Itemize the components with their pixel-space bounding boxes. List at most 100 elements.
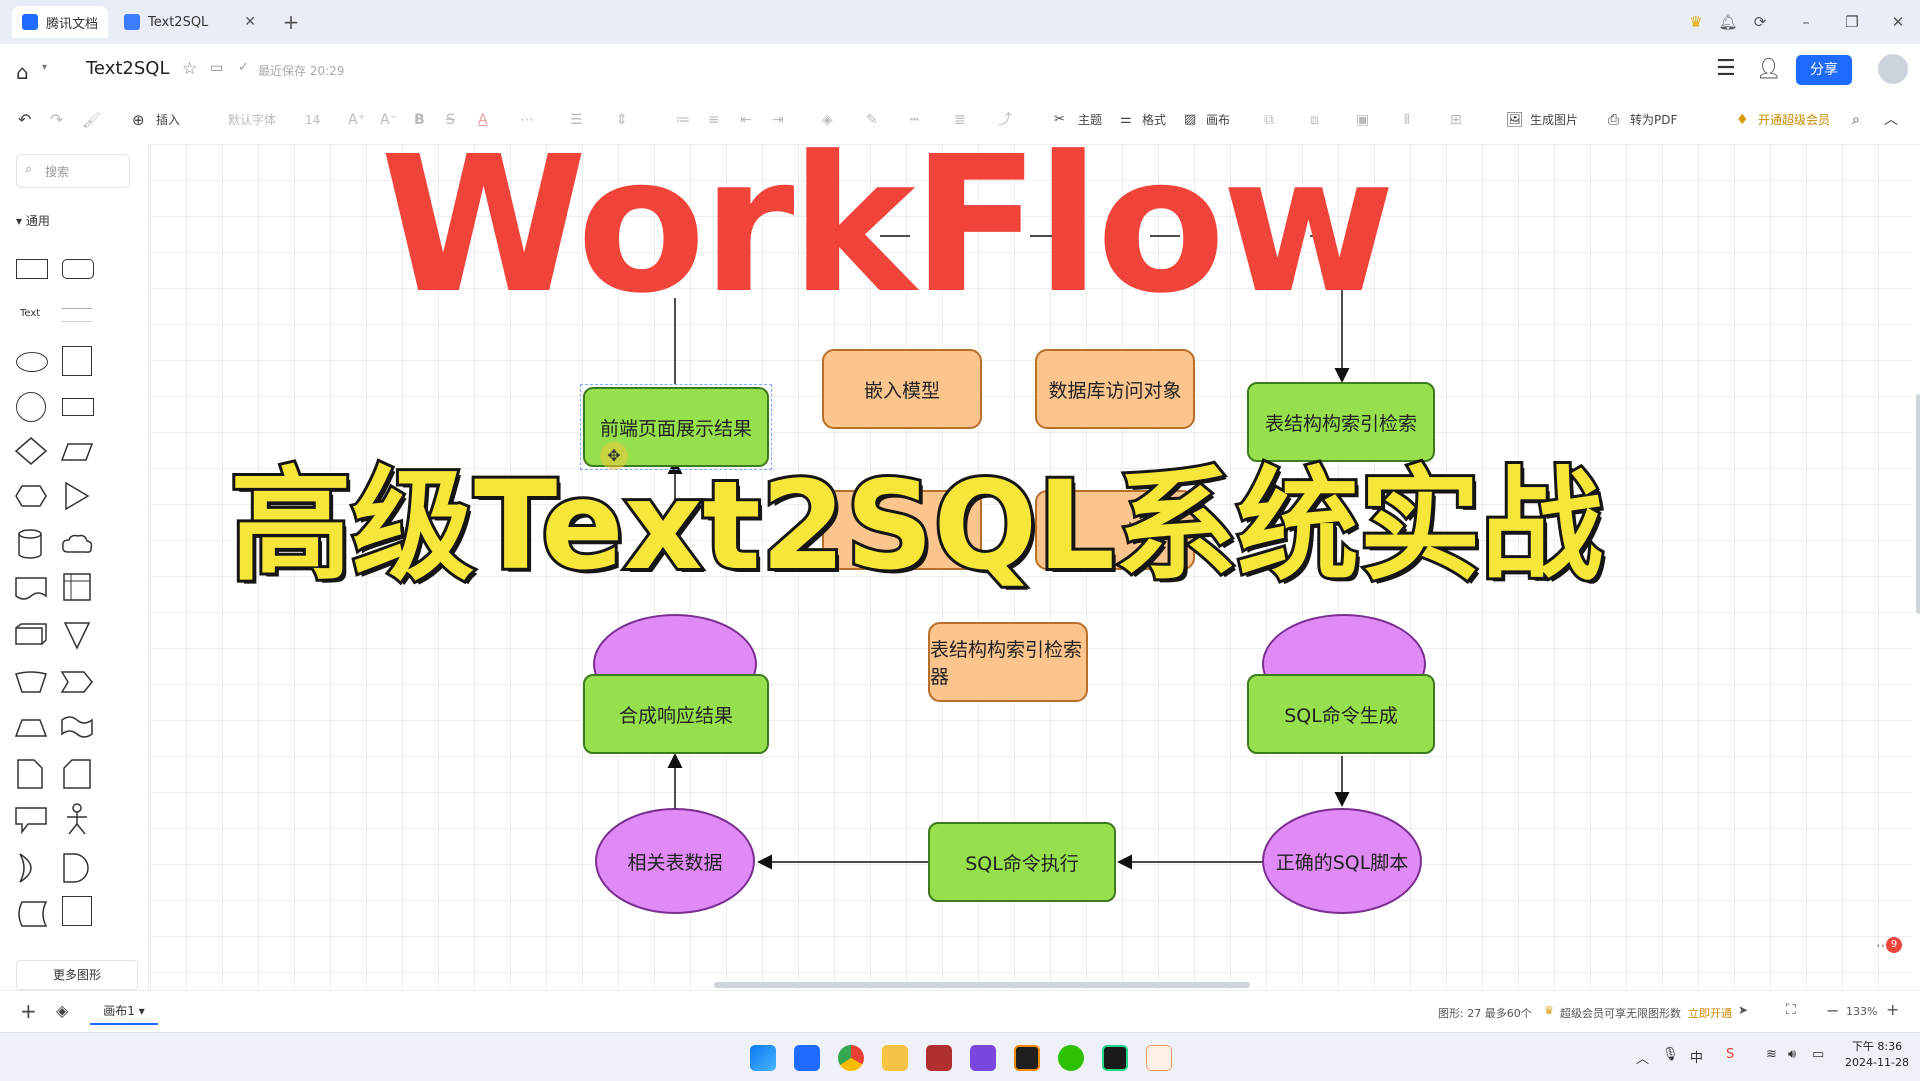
hexagon-shape[interactable]: [14, 484, 48, 508]
triangle-shape[interactable]: [62, 481, 92, 511]
tray-expand-icon[interactable]: ︿: [1636, 1052, 1650, 1067]
selection-box[interactable]: [580, 384, 772, 470]
or-shape[interactable]: [16, 852, 44, 884]
redo-icon[interactable]: ↷: [50, 110, 64, 129]
align-icon[interactable]: ☰: [570, 112, 583, 128]
outdent-icon[interactable]: ⇤: [740, 112, 752, 128]
canvas-icon[interactable]: ▨: [1184, 112, 1197, 127]
cube-shape[interactable]: [14, 622, 48, 646]
horizontal-scrollbar[interactable]: [714, 982, 1250, 988]
square-shape[interactable]: [62, 346, 92, 376]
paragraph-shape[interactable]: [62, 308, 92, 322]
node-sql-execution[interactable]: SQL命令执行: [928, 822, 1116, 902]
notification-badge[interactable]: 9: [1886, 937, 1902, 953]
connector-icon[interactable]: ⤴: [998, 112, 1012, 128]
add-page-icon[interactable]: +: [20, 999, 37, 1023]
format-painter-icon[interactable]: 🖌︎: [82, 111, 102, 129]
stored-data-shape[interactable]: [14, 900, 48, 928]
bullet-list-icon[interactable]: ≡: [708, 112, 720, 128]
rectangle-shape[interactable]: [16, 259, 48, 279]
node-embedding-model[interactable]: 嵌入模型: [822, 349, 982, 429]
fullscreen-icon[interactable]: ⛶: [1786, 1002, 1796, 1018]
diamond-shape[interactable]: [14, 436, 48, 466]
square-shape[interactable]: [62, 896, 92, 926]
distribute-icon[interactable]: ⫴: [1404, 112, 1410, 128]
send-icon[interactable]: ➤: [1738, 1003, 1749, 1017]
line-width-icon[interactable]: ≣: [954, 112, 966, 128]
strikethrough-icon[interactable]: S: [446, 112, 455, 128]
wifi-icon[interactable]: ≋: [1766, 1047, 1777, 1062]
zoom-in-icon[interactable]: +: [1886, 1000, 1900, 1019]
node-retriever-partial[interactable]: 检索器: [1035, 490, 1195, 570]
node-related-table-data[interactable]: 相关表数据: [595, 808, 755, 914]
section-general[interactable]: ▾ 通用: [16, 214, 50, 228]
font-size-select[interactable]: 14: [305, 113, 321, 127]
circle-shape[interactable]: [16, 392, 46, 422]
vertical-scrollbar[interactable]: [1916, 394, 1920, 614]
lock-icon[interactable]: ⊞: [1450, 112, 1462, 128]
indent-icon[interactable]: ⇥: [772, 112, 784, 128]
decrease-font-icon[interactable]: A⁻: [380, 112, 397, 128]
text-shape[interactable]: Text: [20, 308, 41, 319]
vip-open-link[interactable]: 立即开通: [1688, 1007, 1732, 1020]
cylinder-shape[interactable]: [16, 528, 44, 560]
note-shape[interactable]: [16, 758, 44, 790]
pdf-icon[interactable]: ⎙: [1608, 112, 1620, 128]
bell-icon[interactable]: 🔔︎: [1718, 13, 1738, 31]
node-correct-sql-script[interactable]: 正确的SQL脚本: [1262, 808, 1422, 914]
node-synthesize-response[interactable]: 合成响应结果: [583, 674, 769, 754]
manual-input-shape[interactable]: [14, 670, 48, 694]
ellipse-shape[interactable]: [16, 352, 48, 372]
menu-icon[interactable]: ☰: [1716, 56, 1736, 81]
bold-icon[interactable]: B: [414, 112, 425, 128]
arrange-icon[interactable]: ▣: [1356, 112, 1370, 128]
node-schema-index-search[interactable]: 表结构构索引检索: [1247, 382, 1435, 462]
layer-icon[interactable]: ⧈: [1310, 112, 1319, 128]
actor-shape[interactable]: [64, 802, 90, 836]
node-database-access-object[interactable]: 数据库访问对象: [1035, 349, 1195, 429]
zoom-level[interactable]: 133%: [1846, 1005, 1878, 1018]
layers-icon[interactable]: ◈: [56, 1001, 69, 1020]
node-sql-generation[interactable]: SQL命令生成: [1247, 674, 1435, 754]
font-family-select[interactable]: 默认字体: [228, 113, 277, 127]
insert-plus-icon[interactable]: ⊕: [132, 111, 145, 129]
diamond-vip-icon[interactable]: ♦: [1736, 112, 1749, 128]
internal-storage-shape[interactable]: [62, 572, 92, 602]
rounded-rectangle-shape[interactable]: [62, 259, 94, 279]
collapse-toolbar-icon[interactable]: ︿: [1884, 112, 1898, 128]
fill-color-icon[interactable]: ◈: [822, 112, 833, 128]
line-color-icon[interactable]: ✎: [866, 112, 878, 128]
volume-icon[interactable]: 🔊︎: [1788, 1047, 1797, 1062]
canvas-button[interactable]: 画布: [1206, 113, 1231, 127]
app-orange-icon[interactable]: [1146, 1045, 1172, 1071]
app-red-icon[interactable]: [926, 1045, 952, 1071]
pycharm-icon[interactable]: [1102, 1045, 1128, 1071]
line-style-icon[interactable]: ┅: [910, 112, 919, 128]
shape-search-input[interactable]: ⌕ 搜索: [16, 154, 130, 188]
close-tab-icon[interactable]: ✕: [244, 14, 256, 30]
node-hidden-orange[interactable]: [822, 490, 982, 570]
format-icon[interactable]: ⚌: [1120, 112, 1132, 127]
undo-icon[interactable]: ↶: [18, 110, 32, 129]
doc-title[interactable]: Text2SQL: [86, 58, 170, 79]
battery-icon[interactable]: ▭: [1812, 1047, 1825, 1062]
diagram-canvas[interactable]: 前端页面展示结果 ✥ 嵌入模型 数据库访问对象 表结构构索引检索 检索器 表结构…: [150, 144, 1920, 990]
ordered-list-icon[interactable]: ≔: [676, 112, 690, 128]
node-schema-indexer[interactable]: 表结构构索引检索器: [928, 622, 1088, 702]
vip-crown-icon[interactable]: ♛: [1689, 13, 1703, 31]
page-tab-canvas1[interactable]: 画布1 ▾: [90, 999, 158, 1025]
sogou-icon[interactable]: S: [1726, 1047, 1735, 1062]
minimize-icon[interactable]: –: [1802, 13, 1810, 31]
more-text-icon[interactable]: ⋯: [520, 112, 534, 128]
sublime-icon[interactable]: [1014, 1045, 1040, 1071]
tab-tencent-docs[interactable]: 腾讯文档: [12, 6, 108, 38]
search-icon[interactable]: ⌕: [1852, 112, 1860, 128]
generate-image-button[interactable]: 生成图片: [1530, 113, 1579, 127]
font-color-icon[interactable]: A: [478, 112, 488, 128]
clock[interactable]: 下午 8:36 2024-11-28: [1842, 1039, 1912, 1071]
tab-text2sql[interactable]: Text2SQL ✕: [114, 6, 264, 38]
refresh-icon[interactable]: ⟳: [1753, 13, 1767, 31]
windows-start-icon[interactable]: [750, 1045, 776, 1071]
home-icon[interactable]: ⌂: [16, 60, 29, 84]
funnel-shape[interactable]: [62, 620, 92, 650]
